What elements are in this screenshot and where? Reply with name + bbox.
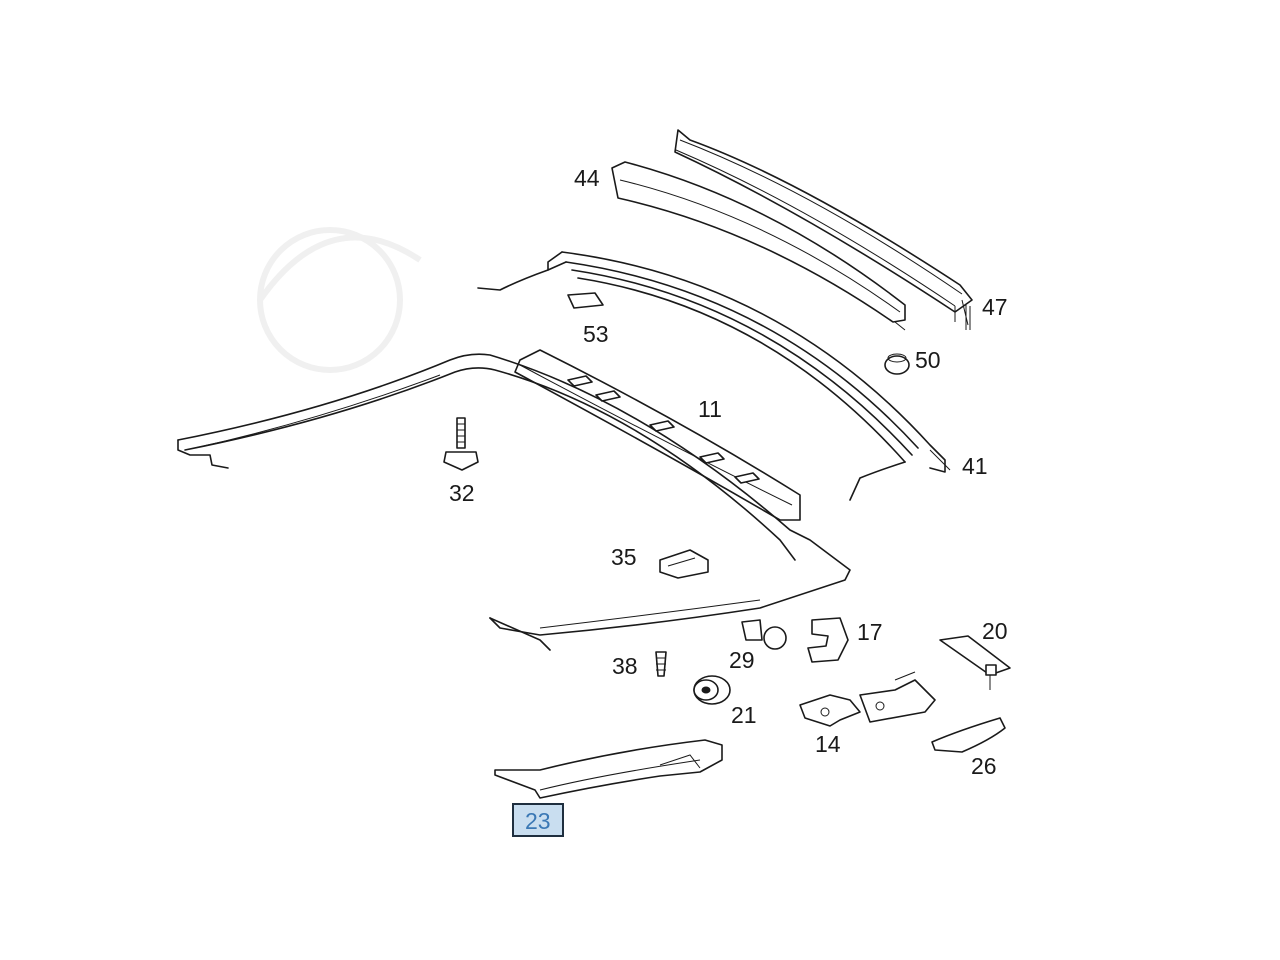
label-11: 11 [698,396,722,422]
label-53: 53 [583,321,609,347]
part-23-side-rail [494,739,723,799]
label-21: 21 [731,702,757,728]
label-17: 17 [857,619,883,645]
label-38: 38 [612,653,638,679]
label-29: 29 [729,647,755,673]
label-20: 20 [982,618,1008,644]
watermark [257,227,422,373]
label-32: 32 [449,480,475,506]
part-21-grommet [693,675,731,705]
label-41: 41 [962,453,988,479]
part-44-weatherstrip [611,161,906,331]
part-35-bracket [659,549,709,579]
part-11-roof-frame [177,349,851,651]
part-41-frame-rail [477,251,951,501]
label-47: 47 [982,294,1008,320]
part-38-screw [655,651,667,677]
label-50: 50 [915,347,941,373]
label-14: 14 [815,731,841,757]
part-29-clip [741,619,787,650]
part-53-pad [567,292,604,309]
label-35: 35 [611,544,637,570]
part-26-cover [931,717,1006,753]
highlight-box[interactable] [512,803,564,837]
part-50-buffer [884,353,910,375]
part-20-hinge-plate [939,635,1011,690]
highlighted-label-23[interactable]: 23 [512,803,564,837]
part-14-latch [799,671,936,727]
label-44: 44 [574,165,600,191]
part-17-c-clip [807,617,849,663]
label-23: 23 [525,808,551,834]
label-26: 26 [971,753,997,779]
part-32-bolt [443,417,479,471]
part-47-trim-strip [674,129,973,330]
